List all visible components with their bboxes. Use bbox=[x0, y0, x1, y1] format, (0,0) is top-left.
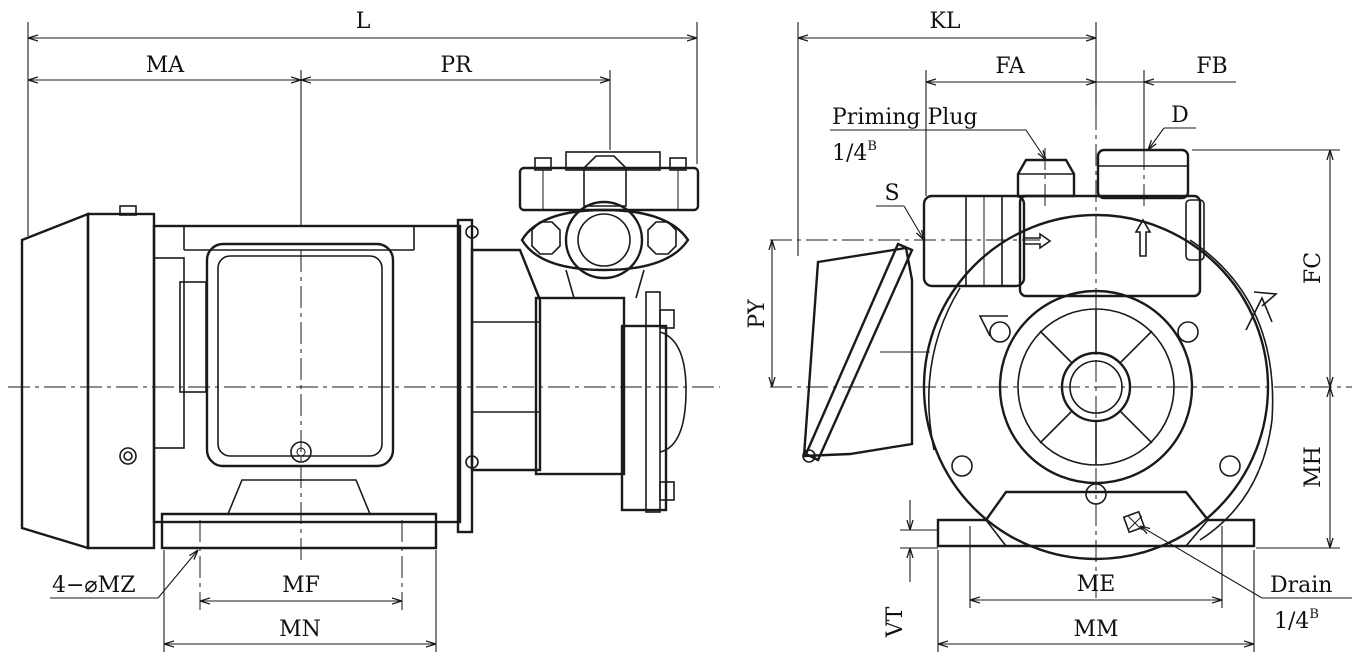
leader-drain bbox=[1140, 526, 1263, 599]
flange-nut-right bbox=[647, 221, 677, 255]
label-FB: FB bbox=[1196, 54, 1227, 79]
motor-frame-outer bbox=[1189, 239, 1274, 541]
leader-MZ bbox=[157, 550, 198, 599]
impeller-housing bbox=[998, 289, 1194, 485]
side-view-dimensions: L MA PR MF MN 4−⌀MZ bbox=[27, 9, 698, 652]
casing-bolt-left bbox=[951, 455, 973, 477]
pump-casing-bolt-top bbox=[659, 309, 675, 329]
terminal-screw-top bbox=[119, 205, 137, 216]
label-MM: MM bbox=[1073, 617, 1118, 642]
motor-side-boss-left bbox=[153, 257, 185, 449]
front-view-dimensions: KL FA FB D Priming Plug 1/4B S PY FC MH bbox=[745, 9, 1352, 652]
label-D: D bbox=[1171, 103, 1189, 128]
label-drain-size: 1/4B bbox=[1274, 607, 1319, 634]
label-PY: PY bbox=[745, 299, 770, 329]
label-priming-plug: Priming Plug bbox=[832, 105, 978, 130]
terminal-box-screw bbox=[290, 441, 312, 463]
fan-cover bbox=[20, 212, 90, 550]
cover-neck bbox=[565, 269, 575, 299]
front-foot-left-web bbox=[985, 519, 1007, 547]
terminal-box-screw-inner bbox=[296, 447, 306, 457]
rotation-direction-arrow bbox=[1245, 296, 1273, 331]
top-hex-plug bbox=[583, 155, 627, 207]
leader-priming bbox=[1025, 129, 1046, 160]
label-priming-size: 1/4B bbox=[832, 139, 877, 166]
label-FA: FA bbox=[995, 54, 1025, 79]
rotation-arrow-head bbox=[1253, 291, 1278, 307]
front-feet bbox=[936, 490, 1256, 548]
label-ME: ME bbox=[1077, 572, 1116, 597]
label-L: L bbox=[356, 9, 371, 34]
label-FC: FC bbox=[1301, 252, 1326, 284]
casing-bolt-right bbox=[1219, 455, 1241, 477]
discharge-cap bbox=[1096, 148, 1190, 200]
lid-screw bbox=[802, 449, 816, 463]
discharge-top-cover bbox=[518, 166, 700, 212]
terminal-box-inner bbox=[217, 255, 383, 457]
discharge-flange bbox=[520, 208, 690, 272]
motor-frame-circle bbox=[922, 213, 1270, 561]
label-MA: MA bbox=[146, 53, 186, 78]
label-MN: MN bbox=[279, 617, 321, 642]
motor-foot-web bbox=[227, 479, 371, 515]
label-MZ: 4−⌀MZ bbox=[52, 573, 136, 598]
leader-S bbox=[903, 205, 924, 240]
motor-body bbox=[152, 224, 462, 524]
drain-plug-x2 bbox=[1127, 515, 1143, 531]
front-foot-right-web bbox=[1185, 519, 1209, 547]
motor-feet bbox=[160, 512, 438, 550]
suction-flow-arrow bbox=[1023, 232, 1052, 250]
terminal-box bbox=[205, 242, 395, 468]
discharge-port bbox=[564, 200, 644, 280]
motor-frame-outer-left bbox=[927, 287, 961, 451]
pump-head-block bbox=[1018, 194, 1202, 298]
front-view bbox=[770, 108, 1352, 600]
casing-bolt-bottom bbox=[1085, 483, 1107, 505]
cover-neck2 bbox=[635, 269, 645, 299]
label-PR: PR bbox=[440, 53, 473, 78]
ground-screw bbox=[119, 447, 137, 465]
label-S: S bbox=[884, 181, 899, 206]
impeller-ribs bbox=[1039, 309, 1153, 465]
casing-bolt-top-left bbox=[989, 321, 1011, 343]
shaft-boss-inner bbox=[1069, 360, 1123, 414]
pump-casing-bolt-bottom bbox=[659, 481, 675, 501]
label-MH: MH bbox=[1301, 446, 1326, 488]
discharge-flow-arrow bbox=[1134, 218, 1152, 257]
label-drain: Drain bbox=[1270, 573, 1332, 598]
casing-bolt-top-right bbox=[1177, 321, 1199, 343]
pump-cover bbox=[620, 324, 668, 512]
motor-end-bell bbox=[86, 212, 156, 550]
discharge-port-inner bbox=[577, 213, 631, 267]
side-view bbox=[8, 151, 720, 610]
discharge-top-boss bbox=[565, 151, 661, 171]
label-KL: KL bbox=[929, 9, 960, 34]
pump-casing bbox=[534, 296, 626, 476]
leader-D bbox=[1148, 127, 1165, 150]
ground-screw-inner bbox=[123, 451, 133, 461]
label-MF: MF bbox=[282, 573, 320, 598]
flange-bolt-top bbox=[465, 225, 479, 239]
pump-adapter bbox=[470, 248, 542, 472]
casing-ear-top-left bbox=[978, 315, 1008, 337]
drain-plug bbox=[1122, 510, 1146, 534]
pump-cover-bulge bbox=[659, 331, 687, 453]
pump-cover-lip bbox=[645, 291, 661, 513]
discharge-neck bbox=[1185, 199, 1205, 261]
flange-nut-left bbox=[531, 221, 561, 255]
label-VT: VT bbox=[883, 606, 908, 638]
suction-block bbox=[922, 194, 1026, 288]
priming-plug-hex bbox=[1016, 158, 1076, 198]
